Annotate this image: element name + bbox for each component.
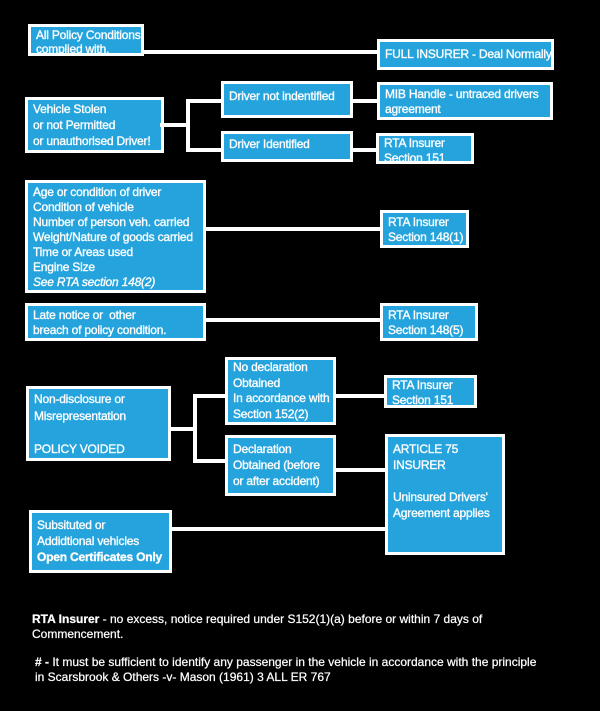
box-age-conditions: Age or condition of driver Condition of … <box>25 180 206 293</box>
box-vehicle-stolen: Vehicle Stolen or not Permitted or unaut… <box>25 97 164 153</box>
box-text-line: complied with. <box>36 42 110 56</box>
connector-substituted-to-article-75 <box>172 527 385 531</box>
box-text-line: INSURER <box>393 458 446 472</box>
connector-branch-to-declaration <box>197 459 225 463</box>
box-text-line: RTA Insurer <box>388 308 449 322</box>
box-article-75: ARTICLE 75 INSURER Uninsured Drivers' Ag… <box>385 434 505 555</box>
connector-age-to-rta-148-1 <box>206 227 380 231</box>
footnote-line: Commencement. <box>32 627 124 641</box>
box-text-line: See RTA section 148(2) <box>33 275 156 289</box>
box-text-line: or not Permitted <box>33 118 116 132</box>
box-text-line: All Policy Conditions <box>36 28 141 42</box>
box-rta-insurer-section-151-mid: RTA Insurer Section 151 <box>384 375 477 408</box>
box-text-line <box>393 473 497 489</box>
box-text-line: Addidtional vehicles <box>37 534 140 548</box>
box-rta-insurer-section-148-1: RTA Insurer Section 148(1) <box>380 210 469 248</box>
box-text-line: or unauthorised Driver! <box>33 134 151 148</box>
footnote-rta-insurer: RTA Insurer - no excess, notice required… <box>32 612 483 642</box>
footnote-line: in Scarsbrook & Others -v- Mason (1961) … <box>35 670 331 684</box>
footnote-line: RTA Insurer - no excess, notice required… <box>32 612 483 626</box>
box-driver-identified: Driver Identified <box>221 131 353 162</box>
box-text-line: Vehicle Stolen <box>33 102 107 116</box>
box-text-line: Age or condition of driver <box>33 185 162 199</box>
box-text-line: Obtained <box>233 375 281 390</box>
box-text-line: Driver Identified <box>229 137 310 151</box>
box-text-line <box>34 424 163 441</box>
box-text-line: breach of policy condition. <box>33 323 167 337</box>
box-text-line: MIB Handle - untraced drivers <box>385 87 539 101</box>
connector-non-disclosure-stub <box>171 427 197 431</box>
box-all-policy-conditions: All Policy Conditions complied with. <box>28 24 144 56</box>
box-text-line: Time or Areas used <box>33 245 134 259</box>
box-text-line: Section 151 <box>384 150 446 165</box>
connector-vehicle-stolen-stub <box>160 123 188 127</box>
box-declaration: Declaration Obtained (before or after ac… <box>225 435 336 496</box>
box-text-line: ARTICLE 75 <box>393 442 459 456</box>
box-text-line: Declaration <box>233 442 292 456</box>
box-full-insurer: FULL INSURER - Deal Normally <box>377 39 554 70</box>
connector-driver-identified-to-rta-151 <box>353 148 376 152</box>
connector-all-policy-to-full-insurer <box>142 50 378 54</box>
box-text-line: agreement <box>385 102 441 116</box>
box-text-line: Subsituted or <box>37 518 106 532</box>
connector-declaration-to-article-75 <box>336 468 385 472</box>
box-text-line: FULL INSURER - Deal Normally <box>385 47 552 61</box>
box-text-line: Number of person veh. carried <box>33 215 190 229</box>
box-text-line: Non-disclosure or <box>34 392 125 406</box>
box-text-line: In accordance with <box>233 391 330 405</box>
box-text-line: or after accident) <box>233 474 320 488</box>
box-text-line: Section 148(5) <box>388 323 464 337</box>
box-late-notice: Late notice or other breach of policy co… <box>25 303 206 341</box>
box-substituted-vehicles: Subsituted or Addidtional vehicles Open … <box>29 510 172 573</box>
box-rta-insurer-section-148-5: RTA Insurer Section 148(5) <box>380 303 478 341</box>
box-text-line: Misrepresentation <box>34 408 127 423</box>
connector-branch-to-no-declaration <box>197 394 225 398</box>
box-text-line: No declaration <box>233 360 308 374</box>
box-text-line: Driver not indentified <box>229 89 335 103</box>
box-driver-not-identified: Driver not indentified <box>221 81 353 118</box>
box-text-line: Late notice or other <box>33 308 136 322</box>
box-rta-insurer-section-151-top: RTA Insurer Section 151 <box>376 133 474 165</box>
box-text-line: RTA Insurer <box>384 136 445 150</box>
connector-branch-vertical-bottom <box>193 394 197 463</box>
box-text-line: RTA Insurer <box>388 215 449 229</box>
box-text-line: Section 151 <box>392 393 454 407</box>
box-text-line: Open Certificates Only <box>37 550 163 564</box>
connector-branch-to-driver-identified <box>188 148 221 152</box>
connector-branch-to-driver-not-identified <box>188 99 221 103</box>
footnote-line: # - It must be sufficient to identify an… <box>35 655 537 669</box>
box-text-line: Section 148(1) <box>388 230 464 244</box>
connector-driver-not-identified-to-mib <box>353 99 377 103</box>
box-text-line: RTA Insurer <box>392 378 453 392</box>
box-text-line: Agreement applies <box>393 506 490 520</box>
box-mib-handle: MIB Handle - untraced drivers agreement <box>377 82 553 120</box>
connector-branch-vertical-top <box>186 99 190 152</box>
connector-no-declaration-to-rta-151 <box>336 394 384 398</box>
box-text-line: Obtained (before <box>233 458 320 472</box>
box-text-line: Condition of vehicle <box>33 200 134 214</box>
box-text-line: Section 152(2) <box>233 406 309 421</box>
box-text-line: POLICY VOIDED <box>34 441 125 456</box>
box-no-declaration: No declaration Obtained In accordance wi… <box>225 357 336 425</box>
box-non-disclosure: Non-disclosure or Misrepresentation POLI… <box>26 386 171 461</box>
box-text-line: Uninsured Drivers' <box>393 490 488 504</box>
box-text-line: Weight/Nature of goods carried <box>33 230 193 244</box>
footnote-passenger-identification: # - It must be sufficient to identify an… <box>35 655 537 685</box>
box-text-line: Engine Size <box>33 260 95 274</box>
connector-late-notice-to-rta-148-5 <box>206 318 380 322</box>
